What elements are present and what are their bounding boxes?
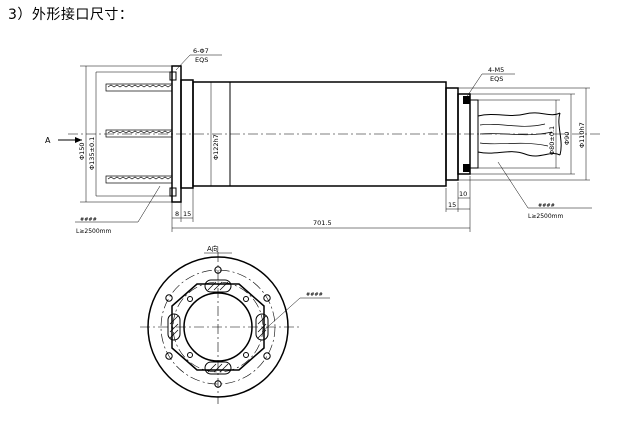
dim-dia-150: Φ150 bbox=[78, 142, 86, 160]
svg-text:####: #### bbox=[538, 203, 555, 209]
right-diameter-dims bbox=[458, 87, 590, 181]
svg-text:EQS: EQS bbox=[195, 56, 208, 64]
dim-len-8: 8 bbox=[175, 210, 179, 218]
dim-dia-110: Φ110h7 bbox=[578, 122, 586, 148]
svg-text:A: A bbox=[45, 136, 51, 145]
left-lead-wires bbox=[105, 83, 173, 184]
end-view bbox=[140, 252, 300, 404]
svg-text:####: #### bbox=[306, 292, 323, 298]
leader-end-view: #### bbox=[261, 292, 330, 333]
svg-text:L≥2500mm: L≥2500mm bbox=[76, 228, 111, 235]
view-arrow-a: A bbox=[45, 136, 82, 145]
dim-dia-135: Φ135±0.1 bbox=[88, 137, 96, 170]
leader-cable-left: #### L≥2500mm bbox=[75, 185, 161, 235]
dim-dia-90: Φ90 bbox=[563, 132, 571, 145]
dim-len-701: 701.5 bbox=[313, 219, 332, 227]
view-a-label: A向 bbox=[207, 244, 219, 253]
svg-text:4-M5: 4-M5 bbox=[488, 66, 504, 74]
section-heading: 3）外形接口尺寸： bbox=[8, 7, 134, 23]
dim-len-15b: 15 bbox=[448, 201, 456, 209]
length-dims bbox=[171, 176, 471, 232]
dim-dia-80: Φ80±0.1 bbox=[548, 126, 556, 155]
right-lead-bundle bbox=[477, 112, 562, 157]
svg-text:6-Φ7: 6-Φ7 bbox=[193, 47, 209, 55]
svg-text:####: #### bbox=[80, 217, 97, 223]
dim-dia-122: Φ122h7 bbox=[212, 134, 220, 160]
leader-flange-holes: 6-Φ7 EQS bbox=[175, 47, 222, 71]
dim-len-10: 10 bbox=[459, 190, 467, 198]
left-diameter-dims bbox=[80, 65, 212, 203]
leader-cable-right: #### L≥2500mm bbox=[497, 161, 592, 220]
dim-len-15: 15 bbox=[183, 210, 191, 218]
svg-text:EQS: EQS bbox=[490, 75, 503, 83]
leader-rotor-holes: 4-M5 EQS bbox=[465, 66, 515, 99]
svg-text:L≥2500mm: L≥2500mm bbox=[528, 213, 563, 220]
